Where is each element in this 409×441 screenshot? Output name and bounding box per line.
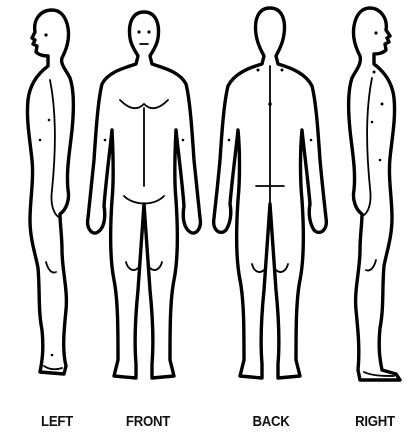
view-label-left: LEFT (35, 413, 79, 430)
body-left-view (27, 10, 73, 374)
view-label-right: RIGHT (349, 413, 400, 430)
view-label-front: FRONT (120, 413, 176, 430)
body-right-view (349, 8, 400, 380)
body-back-view (214, 8, 327, 378)
view-label-back: BACK (246, 413, 295, 430)
body-front-view (88, 12, 201, 378)
